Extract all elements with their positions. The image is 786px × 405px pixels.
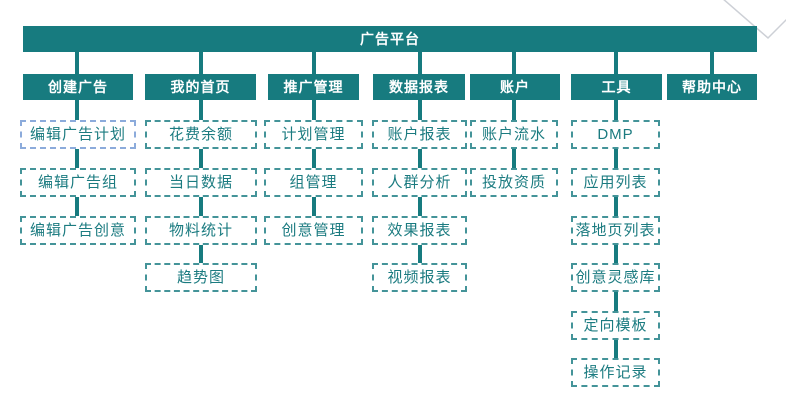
node-creative-inspiration-library: 创意灵感库 (571, 263, 660, 292)
connector-line (614, 100, 618, 120)
connector-line (614, 292, 618, 311)
connector-line (710, 52, 714, 74)
connector-line (312, 100, 316, 120)
node-targeting-templates: 定向模板 (571, 311, 660, 340)
section-tools: 工具 (571, 74, 662, 100)
connector-line (614, 149, 618, 168)
connector-line (614, 52, 618, 74)
connector-line (75, 52, 79, 74)
node-dmp: DMP (571, 120, 660, 149)
connector-line (418, 100, 422, 120)
section-data-reports: 数据报表 (373, 74, 465, 100)
node-audience-analysis: 人群分析 (372, 168, 467, 197)
node-operation-log: 操作记录 (571, 358, 660, 387)
node-edit-ad-creative: 编辑广告创意 (20, 216, 136, 245)
node-group-management: 组管理 (264, 168, 363, 197)
connector-line (199, 197, 203, 216)
node-spend-balance: 花费余额 (145, 120, 257, 149)
connector-line (75, 100, 79, 120)
connector-line (418, 245, 422, 263)
connector-line (614, 245, 618, 263)
connector-line (614, 340, 618, 358)
node-material-stats: 物料统计 (145, 216, 257, 245)
node-edit-ad-group: 编辑广告组 (20, 168, 136, 197)
connector-line (512, 100, 516, 120)
connector-line (312, 197, 316, 216)
section-account: 账户 (470, 74, 560, 100)
connector-line (312, 149, 316, 168)
connector-line (418, 197, 422, 216)
section-create-ad: 创建广告 (23, 74, 133, 100)
connector-line (512, 149, 516, 168)
node-ad-qualifications: 投放资质 (470, 168, 558, 197)
connector-line (199, 52, 203, 74)
node-video-report: 视频报表 (372, 263, 467, 292)
connector-line (512, 52, 516, 74)
section-my-homepage: 我的首页 (145, 74, 256, 100)
connector-line (75, 197, 79, 216)
connector-line (614, 197, 618, 216)
node-performance-report: 效果报表 (372, 216, 467, 245)
connector-line (199, 149, 203, 168)
section-help-center: 帮助中心 (667, 74, 757, 100)
connector-line (75, 149, 79, 168)
node-edit-ad-plan: 编辑广告计划 (20, 120, 136, 149)
connector-line (418, 149, 422, 168)
connector-line (418, 52, 422, 74)
connector-line (199, 100, 203, 120)
connector-line (312, 52, 316, 74)
node-plan-management: 计划管理 (264, 120, 363, 149)
node-app-list: 应用列表 (571, 168, 660, 197)
node-today-data: 当日数据 (145, 168, 257, 197)
node-creative-management: 创意管理 (264, 216, 363, 245)
node-account-transactions: 账户流水 (470, 120, 558, 149)
connector-line (199, 245, 203, 263)
root-node-ad-platform: 广告平台 (23, 26, 757, 52)
section-promotion-management: 推广管理 (268, 74, 359, 100)
node-landing-page-list: 落地页列表 (571, 216, 660, 245)
node-account-report: 账户报表 (372, 120, 467, 149)
node-trend-chart: 趋势图 (145, 263, 257, 292)
